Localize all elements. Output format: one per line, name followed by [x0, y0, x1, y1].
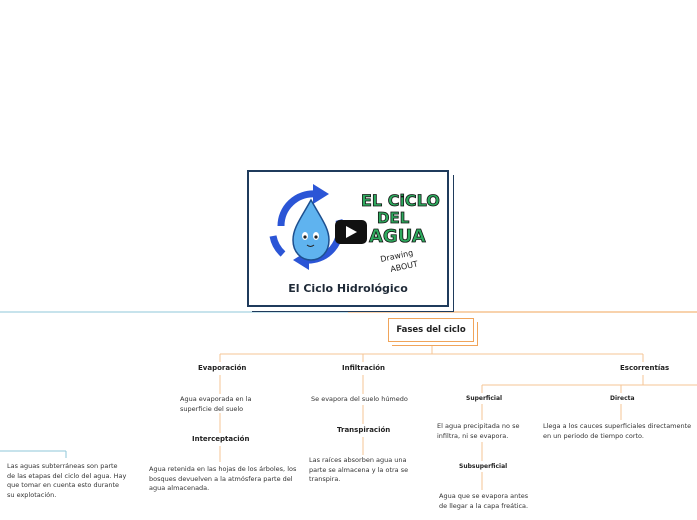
svg-text:AGUA: AGUA: [369, 226, 426, 247]
play-icon[interactable]: [335, 220, 367, 244]
fases-del-ciclo-node[interactable]: Fases del ciclo: [388, 318, 474, 342]
interceptacion-node[interactable]: Interceptación: [192, 435, 250, 443]
subsuperficial-node[interactable]: Subsuperficial: [459, 463, 508, 470]
svg-text:DEL: DEL: [377, 209, 410, 227]
water-drop-icon: [292, 198, 330, 261]
evaporacion-desc: Agua evaporada en la superficie del suel…: [180, 395, 252, 413]
directa-desc: Llega a los cauces superficiales directa…: [543, 422, 692, 440]
superficial-desc: El agua precipitada no se infiltra, ni s…: [437, 422, 520, 440]
root-topic-card[interactable]: EL CiCLO DEL AGUA Drawing ABOUT El Ciclo…: [247, 170, 449, 307]
drawing-about-signature: Drawing ABOUT: [380, 248, 419, 274]
infiltracion-node[interactable]: Infiltración: [342, 364, 386, 372]
escorrentias-node[interactable]: Escorrentías: [620, 364, 670, 372]
transpiracion-node[interactable]: Transpiración: [337, 426, 391, 434]
logo-el-ciclo-del-agua: EL CiCLO DEL AGUA: [361, 191, 441, 248]
root-title: El Ciclo Hidrológico: [288, 282, 408, 295]
svg-text:EL CiCLO: EL CiCLO: [361, 191, 440, 210]
transpiracion-desc: Las raíces absorben agua una parte se al…: [309, 456, 409, 483]
svg-text:ABOUT: ABOUT: [390, 259, 419, 274]
infiltracion-desc: Se evapora del suelo húmedo: [311, 395, 408, 403]
interceptacion-desc: Agua retenida en las hojas de los árbole…: [149, 465, 297, 492]
evaporacion-node[interactable]: Evaporación: [198, 364, 247, 372]
aguas-subterraneas-desc: Las aguas subterráneas son parte de las …: [7, 462, 127, 499]
subsuperficial-desc: Agua que se evapora antes de llegar a la…: [439, 492, 529, 510]
video-thumbnail[interactable]: EL CiCLO DEL AGUA Drawing ABOUT: [253, 176, 443, 276]
superficial-node[interactable]: Superficial: [466, 395, 503, 402]
directa-node[interactable]: Directa: [610, 395, 635, 402]
